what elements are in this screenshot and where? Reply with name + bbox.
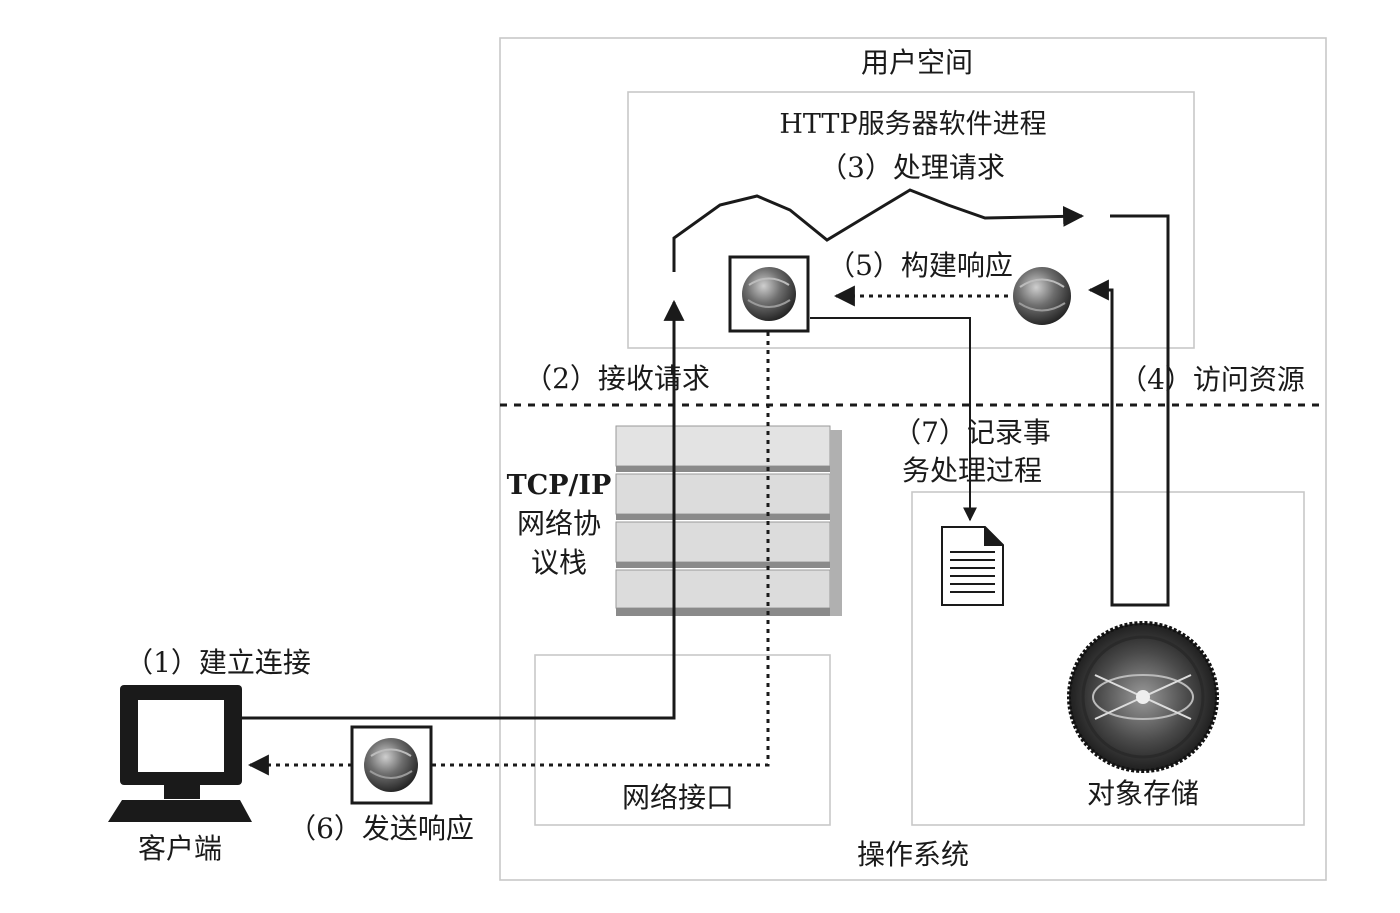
response-orb-icon [1013, 267, 1071, 325]
log-transaction-line [810, 317, 977, 522]
document-icon [941, 526, 1004, 606]
tcpip-stack-label-line2: 网络协 [517, 507, 601, 540]
step7-label-line1: （7）记录事 [893, 416, 1051, 449]
tcpip-stack-label-line3: 议栈 [531, 546, 587, 579]
sent-response-orb-icon [350, 725, 433, 805]
step3-label: （3）处理请求 [819, 151, 1005, 184]
step6-label: （6）发送响应 [288, 812, 474, 845]
process-request-path [672, 188, 1085, 272]
response-orb-framed-icon [728, 255, 810, 333]
send-response-line [432, 332, 770, 767]
step7-label-line2: 务处理过程 [902, 454, 1042, 487]
network-interface-label: 网络接口 [622, 781, 734, 814]
object-storage-region [911, 491, 1305, 826]
connection-line [240, 299, 685, 720]
step4-label: （4）访问资源 [1119, 363, 1305, 396]
tcpip-stack [615, 425, 842, 616]
http-process-label: HTTP服务器软件进程 [779, 109, 1046, 140]
object-storage-disk-icon [1067, 621, 1219, 773]
client-monitor-icon [108, 685, 252, 822]
client-label: 客户端 [138, 832, 222, 865]
step1-label: （1）建立连接 [125, 646, 311, 679]
object-storage-label: 对象存储 [1087, 777, 1199, 810]
step2-label: （2）接收请求 [524, 362, 710, 395]
user-space-label: 用户空间 [861, 46, 973, 79]
user-space-region [499, 37, 1327, 881]
network-interface-region [534, 654, 831, 826]
step5-label: （5）构建响应 [827, 249, 1013, 282]
operating-system-label: 操作系统 [857, 838, 969, 871]
http-process-region [627, 91, 1195, 349]
tcpip-stack-label-line1: TCP/IP [507, 470, 612, 501]
access-resource-path [1087, 214, 1170, 607]
